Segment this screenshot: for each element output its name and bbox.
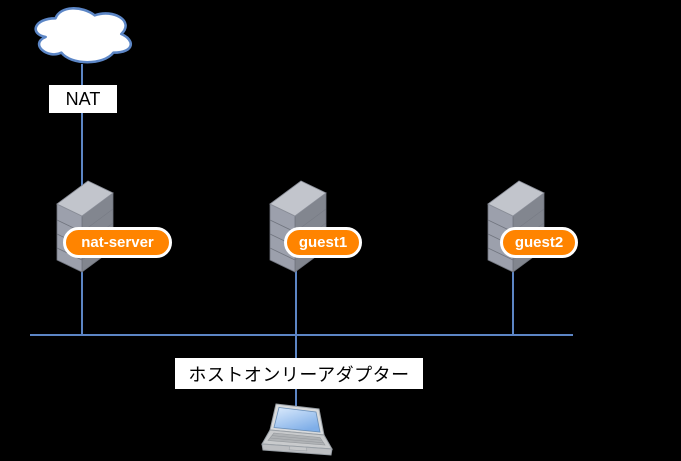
lan-bus-line [30,334,573,336]
server-icon-nat-server [56,180,114,273]
server-icon-guest1 [269,180,327,273]
laptop-icon [261,403,333,456]
server-badge-guest2: guest2 [500,227,578,258]
connector-guest2-to-lan [512,268,514,336]
nat-edge-label: NAT [49,85,117,113]
server-badge-nat-server: nat-server [63,227,172,258]
connector-guest1-to-host [295,268,297,406]
host-only-adapter-label: ホストオンリーアダプター [175,358,423,389]
cloud-icon [34,7,132,64]
server-icon-guest2 [487,180,545,273]
server-badge-guest1: guest1 [284,227,362,258]
